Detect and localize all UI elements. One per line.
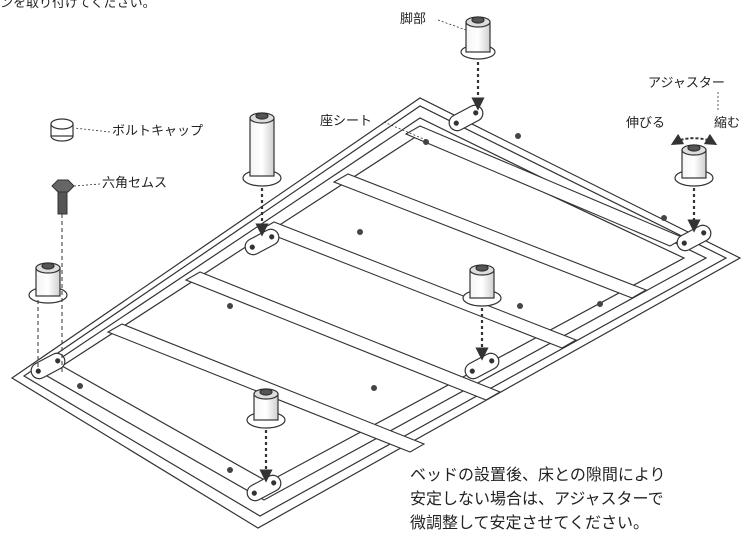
header-fragment: ンを取り付けてください。	[0, 0, 156, 11]
label-seat-sheet: 座シート	[320, 114, 373, 129]
leg-mid-left	[242, 112, 282, 187]
label-bolt-cap: ボルトキャップ	[112, 124, 204, 139]
label-hex-bolt: 六角セムス	[102, 176, 168, 191]
outer-frame	[10, 97, 742, 529]
hex-bolt	[51, 179, 75, 215]
label-adjuster: アジャスター	[648, 76, 725, 91]
leg-right-adjuster	[674, 144, 714, 187]
leg-left	[28, 262, 68, 304]
cross-slats	[106, 125, 686, 453]
leg-center	[462, 264, 502, 307]
leader-lines	[73, 19, 719, 187]
note-line: 安定しない場合は、アジャスターで	[410, 489, 664, 508]
label-leg: 脚部	[400, 12, 427, 27]
label-extend: 伸びる	[626, 116, 666, 131]
rotation-arrow	[670, 133, 718, 146]
leg-cylinders	[28, 16, 714, 429]
note-line: 微調整して安定させてください。	[410, 513, 650, 532]
insertion-arrows	[255, 62, 701, 483]
bolt-cap	[50, 118, 74, 142]
label-shrink: 縮む	[714, 116, 741, 131]
frame-screws	[77, 133, 667, 473]
leg-bottom	[246, 388, 286, 429]
installation-note: ベッドの設置後、床との隙間により 安定しない場合は、アジャスターで 微調整して安…	[410, 463, 666, 535]
note-line: ベッドの設置後、床との隙間により	[410, 465, 666, 484]
assembly-guide-lines	[37, 214, 63, 372]
leg-top	[460, 16, 496, 60]
